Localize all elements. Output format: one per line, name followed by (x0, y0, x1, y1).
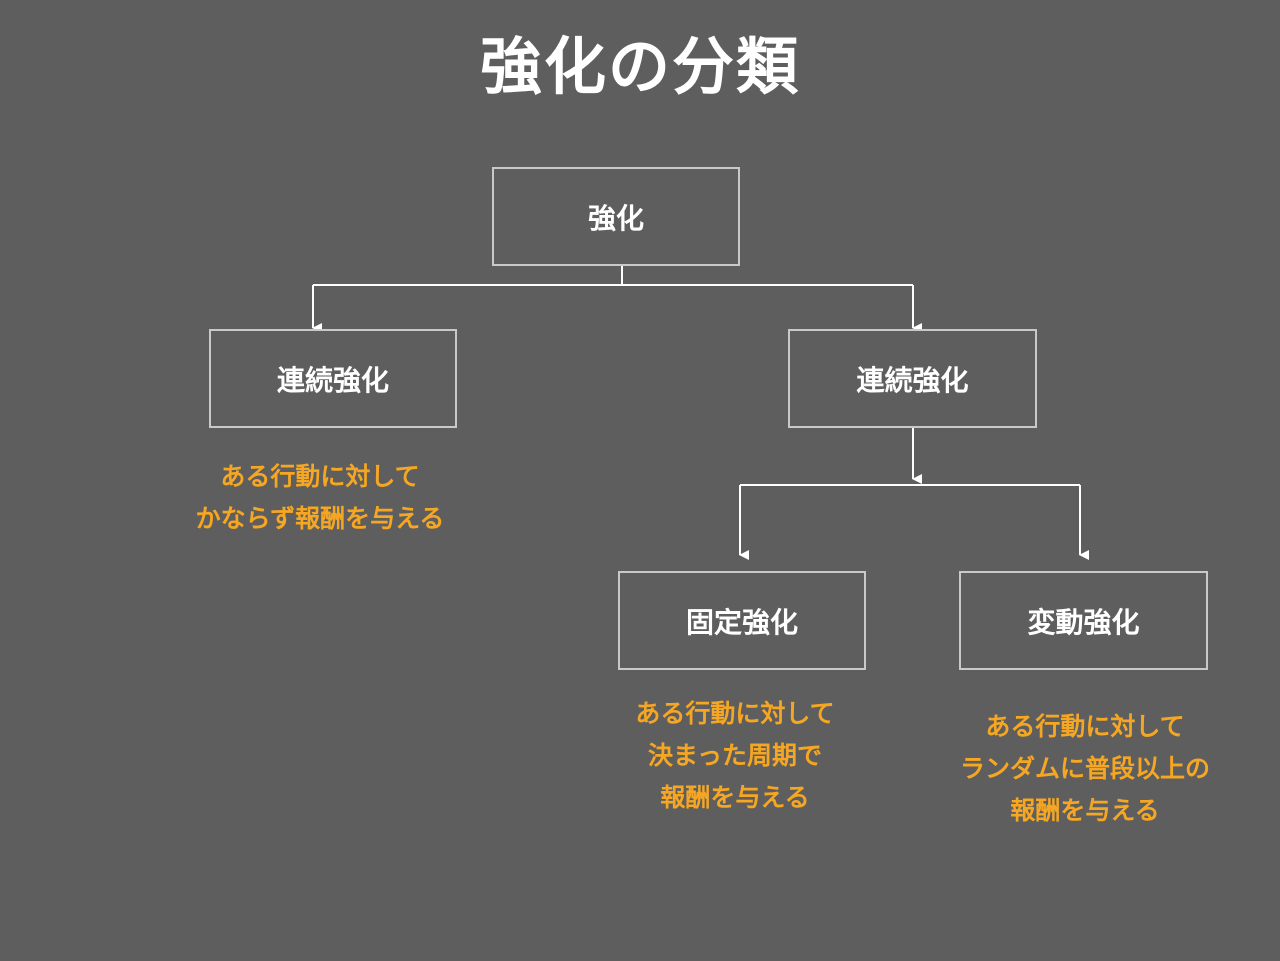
variable-description-line: 報酬を与える (1010, 796, 1160, 825)
fixed-node-label: 固定強化 (685, 605, 798, 639)
variable-description: ある行動に対して ランダムに普段以上の 報酬を与える (905, 706, 1265, 832)
fixed-node: 固定強化 (618, 571, 866, 670)
variable-node-label: 変動強化 (1027, 605, 1140, 639)
fixed-description-line: 決まった周期で (647, 741, 822, 770)
fixed-description: ある行動に対して 決まった周期で 報酬を与える (565, 693, 905, 819)
variable-description-line: ランダムに普段以上の (959, 754, 1210, 783)
left-node-label: 連続強化 (276, 363, 389, 397)
left-description-line: ある行動に対して (220, 462, 420, 491)
fixed-description-line: 報酬を与える (660, 783, 810, 812)
left-description: ある行動に対して かならず報酬を与える (150, 456, 490, 540)
variable-node: 変動強化 (959, 571, 1208, 670)
page-title: 強化の分類 (479, 30, 800, 103)
variable-description-line: ある行動に対して (985, 712, 1185, 741)
left-description-line: かならず報酬を与える (195, 504, 445, 533)
left-node: 連続強化 (209, 329, 457, 428)
root-node-label: 強化 (587, 201, 644, 235)
right-node: 連続強化 (788, 329, 1037, 428)
right-node-label: 連続強化 (856, 363, 969, 397)
root-node: 強化 (492, 167, 740, 266)
fixed-description-line: ある行動に対して (635, 699, 835, 728)
